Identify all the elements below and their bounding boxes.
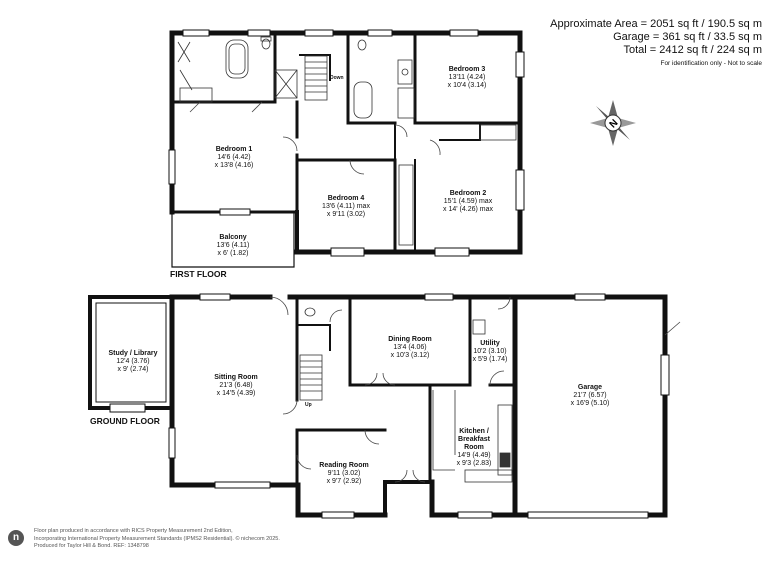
scale-note: For identification only - Not to scale [660,60,762,67]
room-dim: x 14' (4.26) max [443,206,493,213]
room-label-garage: Garage 21'7 (6.57) x 16'9 (5.10) [571,384,610,408]
footer-line: Incorporating International Property Mea… [34,535,280,542]
first-floor-windows [168,29,525,257]
room-name: Bedroom 1 [215,146,253,153]
room-dim: 9'11 (3.02) [327,470,361,477]
room-dim: x 5'9 (1.74) [472,356,508,363]
room-dim: 13'6 (4.11) max [322,203,370,210]
room-dim: 21'7 (6.57) [573,392,607,399]
room-dim: x 16'9 (5.10) [570,400,610,407]
room-dim: 14'6 (4.42) [217,154,251,161]
footer-line: Produced for Taylor Hill & Bond. REF: 13… [34,543,149,549]
room-name: Reading Room [319,462,369,469]
footer-credits: Floor plan produced in accordance with R… [34,528,280,551]
room-dim: 12'4 (3.76) [116,358,150,365]
room-dim: 13'11 (4.24) [448,74,486,81]
room-name: Room [464,444,484,451]
room-name: Breakfast [458,436,490,443]
room-dim: 13'6 (4.11) [216,242,250,249]
first-floor-label: FIRST FLOOR [170,269,227,279]
room-label-bedroom1: Bedroom 1 14'6 (4.42) x 13'8 (4.16) [215,146,254,170]
room-label-balcony: Balcony 13'6 (4.11) x 6' (1.82) [217,234,250,258]
room-label-study: Study / Library 12'4 (3.76) x 9' (2.74) [108,350,157,374]
room-dim: x 9'11 (3.02) [326,211,366,218]
room-name: Bedroom 3 [448,66,486,73]
room-name: Sitting Room [214,374,258,381]
room-dim: x 10'4 (3.14) [447,82,487,89]
room-name: Dining Room [388,336,432,343]
first-floor-doors [189,101,441,175]
room-label-kitchen: Kitchen / Breakfast Room 14'9 (4.49) x 9… [457,428,492,468]
room-dim: x 14'5 (4.39) [216,390,256,397]
footer-line: Floor plan produced in accordance with R… [34,528,233,534]
stairs-up-label: Up [305,402,312,408]
room-label-utility: Utility 10'2 (3.10) x 5'9 (1.74) [473,340,508,364]
garage-area-text: Garage = 361 sq ft / 33.5 sq m [613,31,762,43]
room-name: Bedroom 4 [327,195,365,202]
room-label-bedroom3: Bedroom 3 13'11 (4.24) x 10'4 (3.14) [448,66,487,90]
first-floor-fixtures [177,36,517,246]
room-name: Study / Library [108,350,158,357]
room-name: Balcony [219,234,247,241]
total-area-text: Total = 2412 sq ft / 224 sq m [623,44,763,56]
compass-icon: N [590,100,636,146]
room-dim: x 10'3 (3.12) [390,352,430,359]
room-label-bedroom4: Bedroom 4 13'6 (4.11) max x 9'11 (3.02) [322,195,370,219]
room-dim: 10'2 (3.10) [473,348,507,355]
room-dim: x 9' (2.74) [117,366,149,373]
room-dim: x 9'3 (2.83) [456,460,492,467]
ground-floor-fixtures [299,307,513,483]
room-name: Bedroom 2 [449,190,487,197]
ground-floor-doors [269,296,681,483]
room-label-sitting: Sitting Room 21'3 (6.48) x 14'5 (4.39) [214,374,258,398]
room-dim: x 13'8 (4.16) [214,162,254,169]
room-label-reading: Reading Room 9'11 (3.02) x 9'7 (2.92) [319,462,368,486]
stairs-down-label: Down [330,75,344,81]
area-summary: Approximate Area = 2051 sq ft / 190.5 sq… [550,18,762,68]
room-dim: 13'4 (4.06) [393,344,427,351]
room-dim: 14'9 (4.49) [457,452,491,459]
ground-floor-label: GROUND FLOOR [90,416,160,426]
room-name: Garage [577,384,603,391]
nichecom-logo: n [8,530,24,546]
ground-floor-windows [109,293,670,519]
room-label-bedroom2: Bedroom 2 15'1 (4.59) max x 14' (4.26) m… [443,190,493,214]
approx-area-text: Approximate Area = 2051 sq ft / 190.5 sq… [550,18,762,30]
room-name: Kitchen / [459,428,489,435]
room-dim: x 6' (1.82) [217,250,249,257]
room-label-dining: Dining Room 13'4 (4.06) x 10'3 (3.12) [388,336,432,360]
room-name: Utility [480,340,500,347]
room-dim: 21'3 (6.48) [219,382,253,389]
first-floor-walls [169,30,523,268]
room-dim: x 9'7 (2.92) [326,478,362,485]
room-dim: 15'1 (4.59) max [443,198,493,205]
